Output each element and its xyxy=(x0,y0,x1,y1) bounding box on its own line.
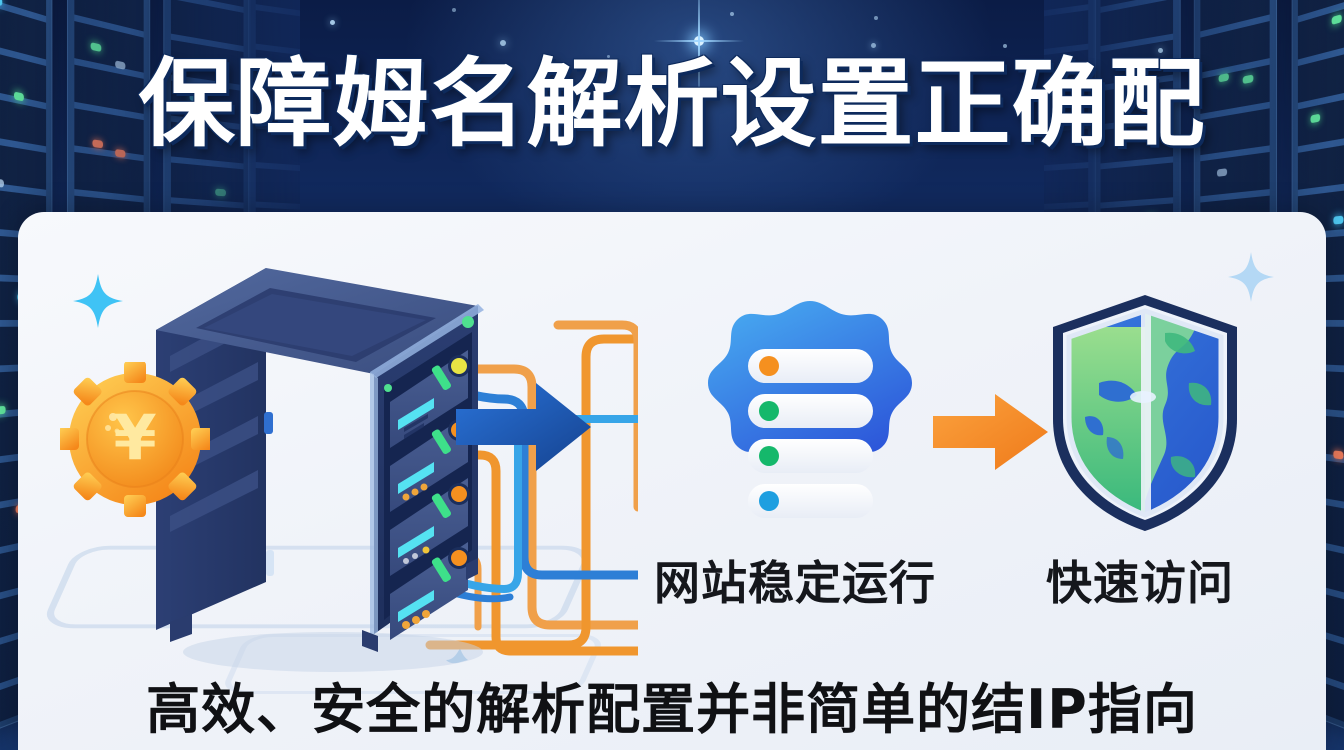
light-particle xyxy=(871,43,876,48)
poster-caption: 高效、安全的解析配置并非简单的结IP指向 xyxy=(146,678,1198,741)
arrow-list-to-shield-icon xyxy=(933,394,1048,470)
light-particle xyxy=(730,12,734,16)
light-particle xyxy=(500,40,506,46)
svg-text:¥: ¥ xyxy=(113,401,156,474)
globe-shield-icon xyxy=(1053,295,1237,531)
glow-star-icon xyxy=(654,0,744,106)
sparkle-icon xyxy=(73,274,123,328)
light-particle xyxy=(330,20,335,25)
light-particle xyxy=(452,8,456,12)
feature-label-fast-access: 快速访问 xyxy=(1046,556,1234,610)
content-panel: ¥ xyxy=(18,212,1326,750)
light-particle xyxy=(1003,44,1007,48)
light-particle xyxy=(1188,64,1191,67)
list-badge-icon xyxy=(708,301,912,518)
sparkle-icon xyxy=(1228,252,1274,302)
feature-label-website-stability: 网站稳定运行 xyxy=(654,556,936,610)
yen-gear-icon: ¥ xyxy=(60,362,210,517)
light-particle xyxy=(1158,48,1163,53)
page-title: 保障姆名解析设置正确配 xyxy=(138,48,1206,160)
light-particle xyxy=(607,55,610,58)
light-particle xyxy=(874,16,878,20)
arrow-server-to-list-icon xyxy=(456,383,591,471)
